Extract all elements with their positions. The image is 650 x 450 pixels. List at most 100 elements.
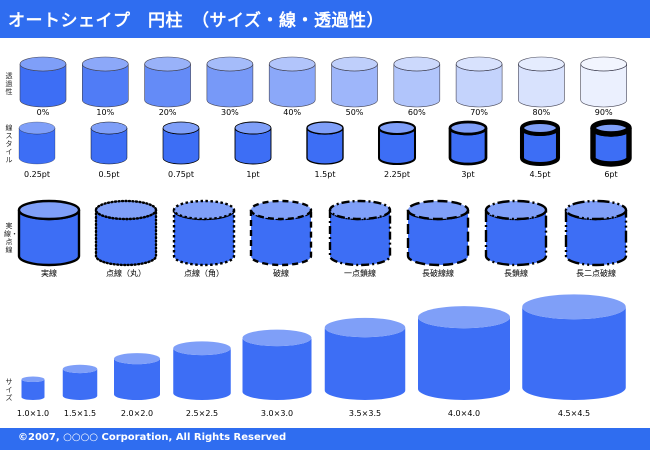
row-label-line-width: 線スタイル <box>5 124 13 164</box>
cylinder-label: 4.5pt <box>529 170 551 179</box>
cylinder-top <box>18 121 56 135</box>
cylinder-top <box>448 120 488 136</box>
cylinder-label: 80% <box>532 108 551 117</box>
cylinder-top <box>172 199 236 221</box>
cylinder-size <box>114 353 160 400</box>
cylinder-top <box>580 56 628 72</box>
cylinder-dash-style <box>172 199 236 267</box>
cylinder-body <box>522 306 626 400</box>
cylinder-top <box>144 56 191 72</box>
cylinder-top <box>162 121 200 135</box>
cylinder-size <box>522 294 626 400</box>
cylinder-top <box>406 199 470 221</box>
cylinder-top <box>21 376 45 383</box>
row-label-dash: 実線・点線 <box>4 222 18 254</box>
cylinder-top <box>522 294 626 320</box>
transparency-row <box>19 56 628 108</box>
cylinder-top <box>17 199 81 221</box>
cylinder-transparency <box>393 56 441 108</box>
cylinder-body <box>328 209 392 267</box>
cylinder-label: 点線（角） <box>184 269 224 278</box>
cylinder-top <box>484 199 548 221</box>
cylinder-transparency <box>82 56 129 108</box>
cylinder-top <box>62 364 98 374</box>
cylinder-dash-style <box>17 199 81 267</box>
copyright-text: ©2007, ○○○○ Corporation, All Rights Rese… <box>18 432 287 443</box>
cylinder-label: 2.25pt <box>383 170 411 179</box>
cylinder-line-width <box>519 119 561 167</box>
cylinder-body <box>324 327 406 400</box>
cylinder-top <box>564 199 628 221</box>
cylinder-size <box>418 306 510 400</box>
cylinder-body <box>114 358 160 400</box>
cylinder-transparency <box>268 56 316 108</box>
cylinder-label: 破線 <box>273 269 289 278</box>
cylinder-top <box>234 121 272 135</box>
cylinder-top <box>377 120 417 136</box>
cylinder-line-width <box>306 121 344 165</box>
cylinder-label: 40% <box>283 108 302 117</box>
cylinder-transparency <box>580 56 628 108</box>
header-bar: オートシェイプ 円柱 （サイズ・線・透過性） <box>0 0 650 38</box>
cylinder-line-width <box>590 119 632 167</box>
cylinder-label: 20% <box>158 108 177 117</box>
page-title: オートシェイプ 円柱 （サイズ・線・透過性） <box>8 11 384 31</box>
cylinder-size <box>21 376 45 400</box>
cylinder-label: 0% <box>36 108 50 117</box>
cylinder-label: 0.5pt <box>98 170 120 179</box>
row-label-transparency: 透過性 <box>5 72 13 96</box>
cylinder-size <box>62 364 98 400</box>
dash-style-row <box>17 199 628 267</box>
cylinder-label: 4.5×4.5 <box>557 409 591 418</box>
cylinder-transparency <box>455 56 503 108</box>
cylinder-transparency <box>19 56 67 108</box>
cylinder-dash-style <box>249 199 313 267</box>
cylinder-body <box>62 368 98 400</box>
cylinder-body <box>242 337 312 400</box>
cylinder-line-width <box>162 121 200 165</box>
cylinder-label: 2.5×2.5 <box>185 409 219 418</box>
cylinder-label: 4.0×4.0 <box>447 409 481 418</box>
cylinder-body <box>249 209 313 267</box>
cylinder-top <box>94 199 158 221</box>
cylinder-label: 長破線線 <box>422 269 454 278</box>
cylinder-body <box>94 209 158 267</box>
cylinder-line-width <box>377 120 417 166</box>
cylinder-top <box>418 306 510 329</box>
cylinder-top <box>90 121 128 135</box>
cylinder-line-width <box>90 121 128 165</box>
cylinder-top <box>242 329 312 347</box>
cylinder-body <box>418 317 510 400</box>
cylinder-label: 3.0×3.0 <box>260 409 294 418</box>
cylinder-label: 点線（丸） <box>106 269 146 278</box>
cylinder-top <box>249 199 313 221</box>
cylinder-body <box>172 209 236 267</box>
cylinder-transparency <box>518 56 565 108</box>
cylinder-transparency <box>206 56 254 108</box>
cylinder-label: 70% <box>470 108 488 117</box>
cylinder-size <box>324 317 406 400</box>
cylinder-top <box>268 56 316 72</box>
size-row <box>21 294 626 400</box>
cylinder-size <box>173 341 231 400</box>
cylinder-dash-style <box>484 199 548 267</box>
cylinder-label: 50% <box>345 108 364 117</box>
cylinder-top <box>306 121 344 135</box>
cylinder-top <box>82 56 129 72</box>
cylinder-label: 実線 <box>41 269 57 278</box>
cylinder-label: 0.75pt <box>167 170 195 179</box>
cylinder-label: 3.5×3.5 <box>348 409 382 418</box>
cylinder-line-width <box>234 121 272 165</box>
cylinder-label: 2.0×2.0 <box>120 409 154 418</box>
row-label-size: サイズ <box>5 378 13 402</box>
cylinder-label: 1.5pt <box>314 170 336 179</box>
cylinder-line-width <box>18 121 56 165</box>
line-width-row <box>18 119 632 167</box>
cylinder-body <box>173 348 231 400</box>
cylinder-label: 6pt <box>604 170 618 179</box>
cylinder-line-width <box>448 120 488 166</box>
cylinder-label: 一点鎖線 <box>344 269 376 278</box>
cylinder-top <box>324 317 406 338</box>
cylinder-dash-style <box>328 199 392 267</box>
cylinder-label: 0.25pt <box>23 170 51 179</box>
